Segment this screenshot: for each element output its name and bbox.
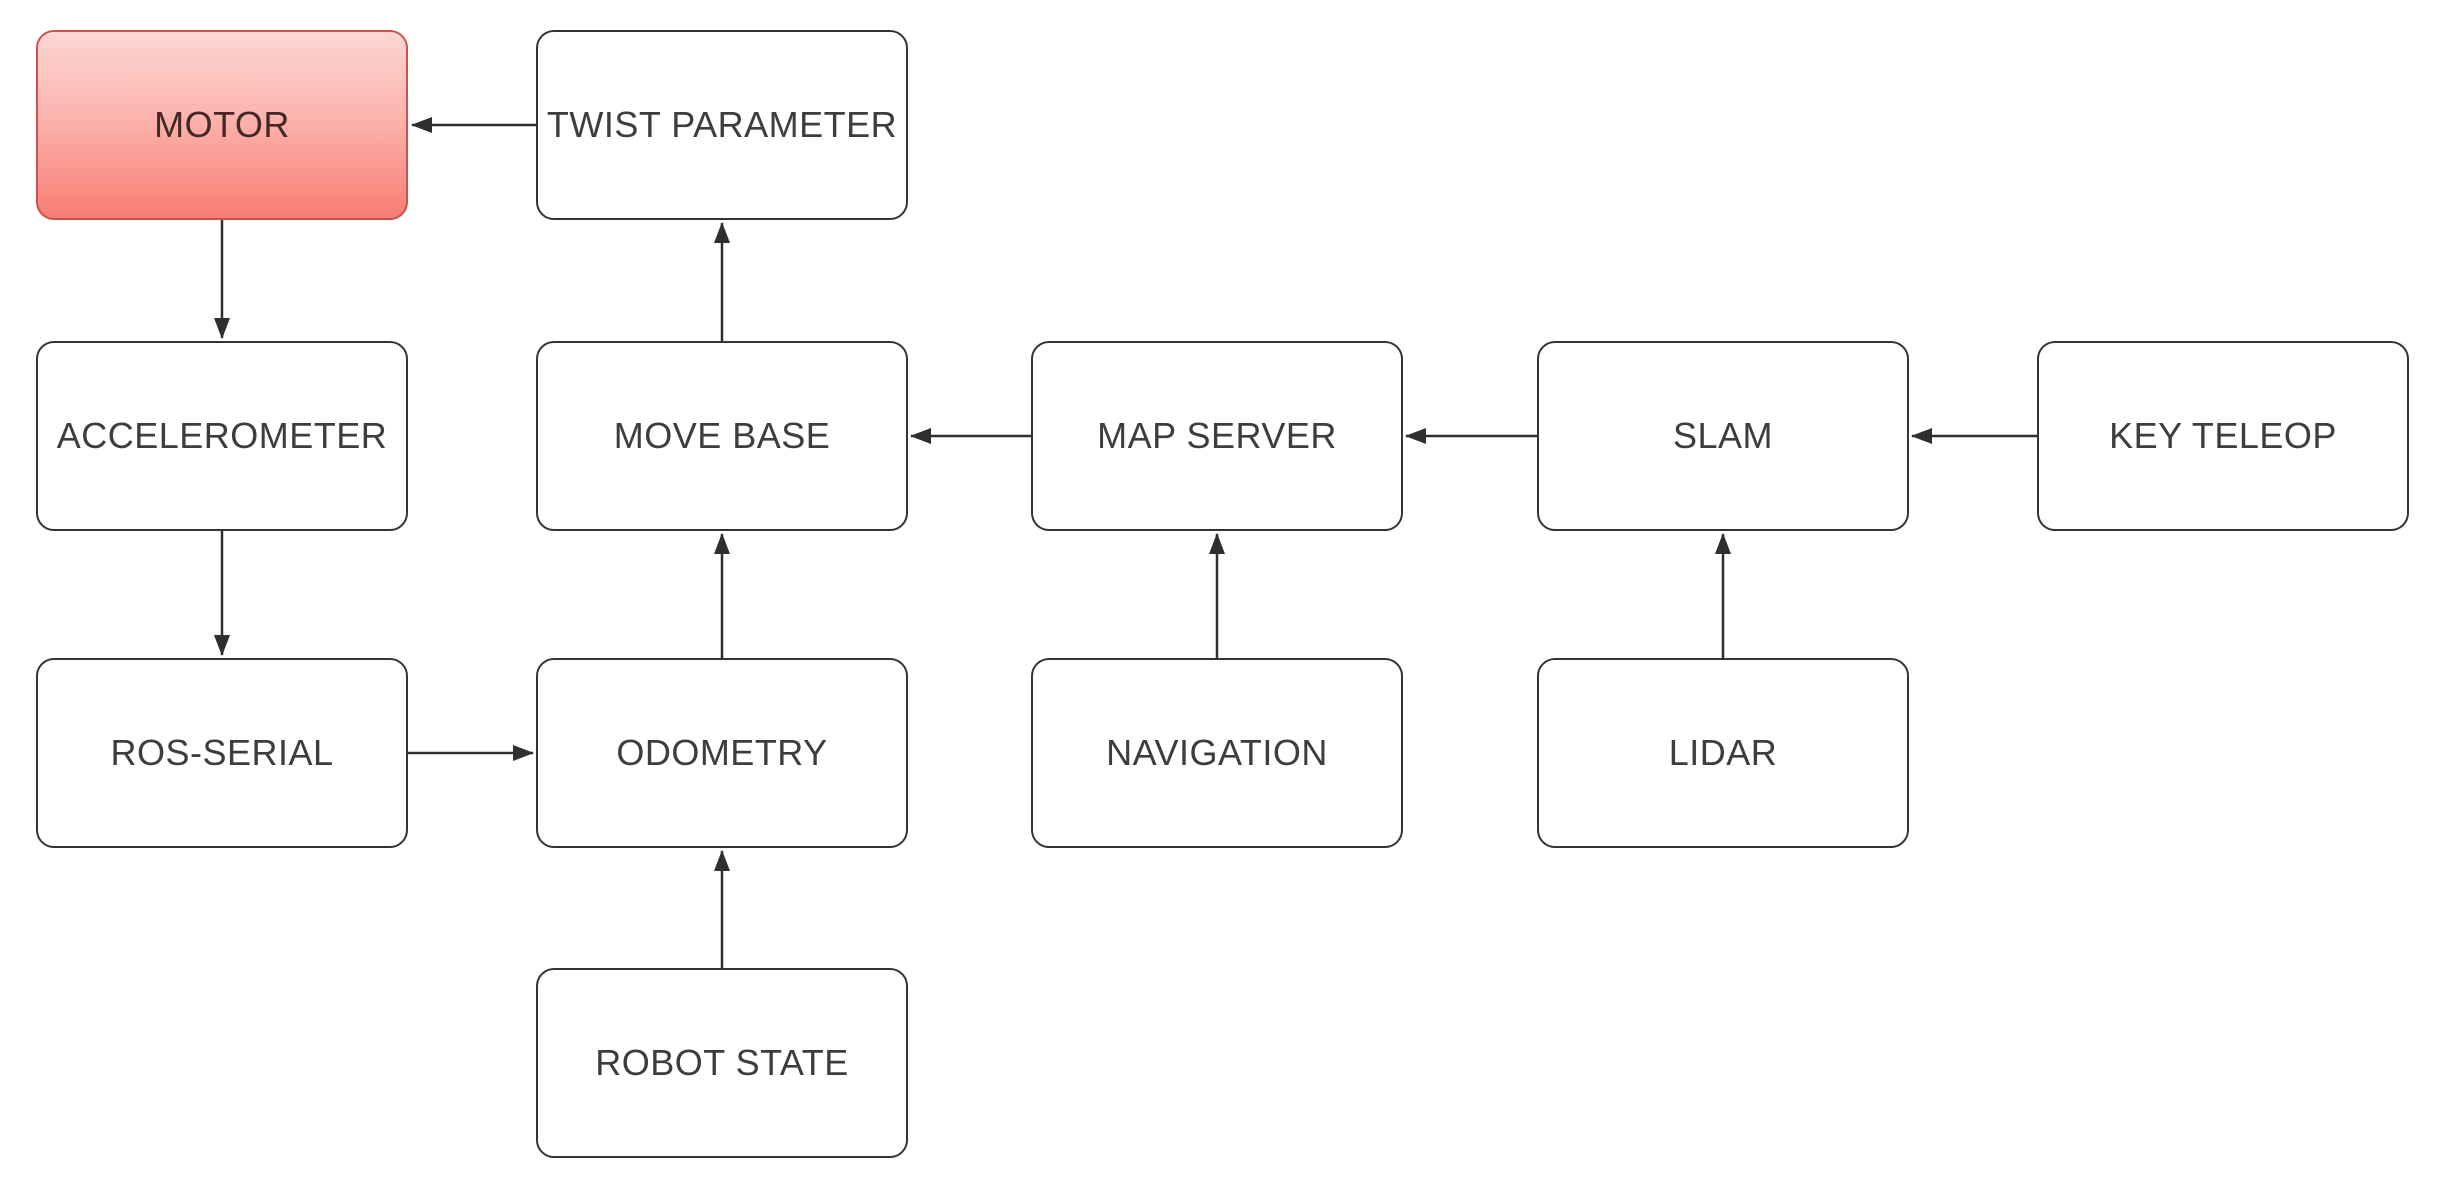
- node-odometry[interactable]: ODOMETRY: [536, 658, 908, 848]
- node-move-base-label: MOVE BASE: [613, 415, 831, 456]
- node-lidar[interactable]: LIDAR: [1537, 658, 1909, 848]
- node-move-base[interactable]: MOVE BASE: [536, 341, 908, 531]
- node-twist-parameter-label: TWIST PARAMETER: [546, 104, 898, 145]
- node-lidar-label: LIDAR: [1668, 732, 1778, 773]
- node-navigation-label: NAVIGATION: [1106, 732, 1328, 773]
- node-robot-state-label: ROBOT STATE: [595, 1042, 849, 1083]
- node-map-server-label: MAP SERVER: [1097, 415, 1337, 456]
- node-key-teleop[interactable]: KEY TELEOP: [2037, 341, 2409, 531]
- node-odometry-label: ODOMETRY: [616, 732, 828, 773]
- node-navigation[interactable]: NAVIGATION: [1031, 658, 1403, 848]
- node-ros-serial-label: ROS-SERIAL: [110, 732, 334, 773]
- node-accelerometer-label: ACCELEROMETER: [56, 415, 388, 456]
- node-ros-serial[interactable]: ROS-SERIAL: [36, 658, 408, 848]
- node-motor[interactable]: MOTOR: [36, 30, 408, 220]
- node-key-teleop-label: KEY TELEOP: [2109, 415, 2337, 456]
- node-robot-state[interactable]: ROBOT STATE: [536, 968, 908, 1158]
- node-slam-label: SLAM: [1672, 415, 1774, 456]
- node-accelerometer[interactable]: ACCELEROMETER: [36, 341, 408, 531]
- node-map-server[interactable]: MAP SERVER: [1031, 341, 1403, 531]
- node-motor-label: MOTOR: [154, 104, 290, 145]
- node-twist-parameter[interactable]: TWIST PARAMETER: [536, 30, 908, 220]
- node-slam[interactable]: SLAM: [1537, 341, 1909, 531]
